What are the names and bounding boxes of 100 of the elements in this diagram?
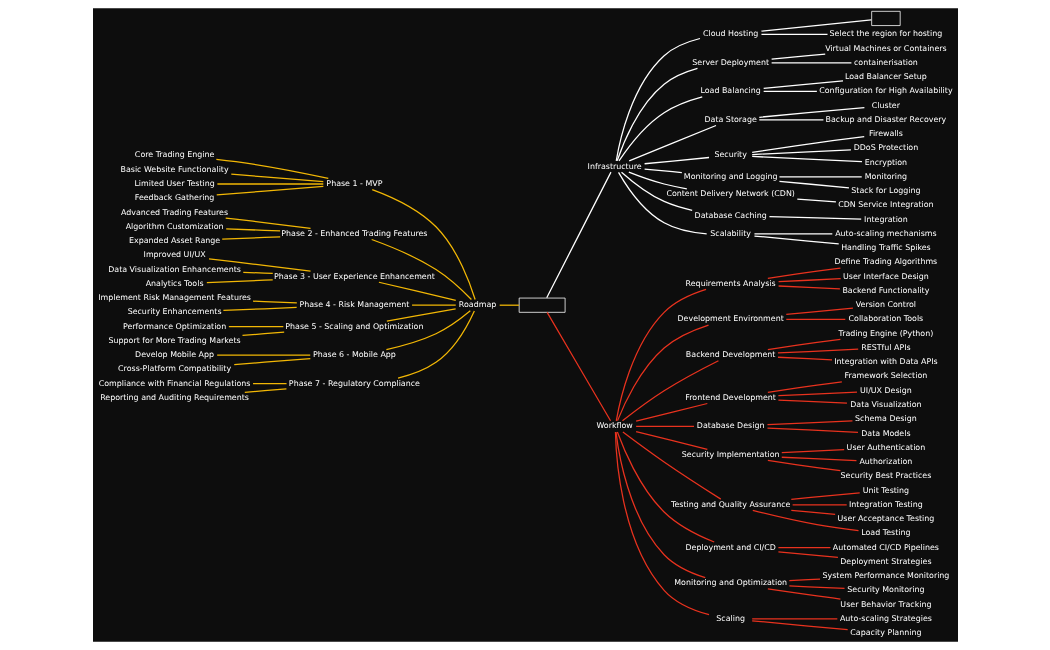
connector (242, 271, 273, 275)
node-text: Security Enhancements (127, 307, 222, 317)
node-text: Cloud Hosting (702, 29, 758, 39)
node-text: RESTful APIs (860, 342, 911, 352)
connector (777, 551, 839, 559)
connector (628, 124, 717, 162)
node-text: Reporting and Auditing Requirements (99, 392, 249, 402)
node-text: Stack for Logging (850, 186, 920, 196)
connector (224, 217, 311, 229)
connector (762, 90, 817, 92)
node-text: Automated CI/CD Pipelines (832, 542, 939, 552)
connector (251, 383, 287, 385)
node-text: Encryption (864, 157, 907, 167)
node-text: Security Implementation (681, 449, 780, 459)
node-text: Requirements Analysis (685, 278, 776, 288)
connector (635, 430, 708, 450)
connector (498, 304, 520, 306)
connector (621, 360, 719, 422)
node-text: Integration Testing (848, 499, 923, 509)
node-text: Frontend Development (684, 392, 776, 402)
connector (760, 19, 872, 32)
connector (377, 281, 456, 301)
connector (768, 216, 862, 220)
connector (371, 188, 476, 301)
node-text: Develop Mobile App (134, 350, 214, 360)
node-text: Backend Development (685, 350, 775, 360)
connector (635, 402, 708, 422)
connector (221, 236, 281, 240)
connector (785, 318, 846, 321)
connector (205, 279, 273, 284)
node-text: Authorization (858, 457, 912, 467)
connector (227, 325, 284, 328)
node-text: Monitoring (864, 171, 907, 181)
connector (753, 233, 833, 235)
connector (635, 425, 695, 428)
connector (766, 427, 859, 433)
connector (766, 588, 841, 600)
node-text: User Authentication (846, 442, 925, 452)
node-text: Security Best Practices (840, 471, 931, 481)
node-text: Configuration for High Availability (818, 86, 953, 96)
connector (758, 106, 865, 118)
connector (766, 267, 841, 279)
connector (758, 119, 824, 121)
node-text: Algorithm Customization (125, 221, 224, 231)
connector (777, 399, 848, 404)
connector (751, 155, 863, 163)
node-text: User Interface Design (842, 271, 929, 281)
node-text: Compliance with Financial Regulations (98, 378, 250, 388)
connector (621, 431, 721, 500)
connector (215, 185, 324, 196)
node-text: Data Storage (704, 114, 757, 124)
node-text: Virtual Machines or Containers (824, 43, 947, 53)
connector (615, 288, 707, 422)
node-text: Framework Selection (844, 371, 927, 381)
node-text: Security Monitoring (846, 585, 925, 595)
connector (216, 183, 324, 185)
node-text: Data Models (860, 428, 911, 438)
node-text: Analytics Tools (145, 278, 204, 288)
node-text: Support for More Trading Markets (108, 335, 241, 345)
connector (777, 278, 841, 283)
connector (241, 331, 285, 337)
node-text: Security (713, 150, 747, 160)
node-text: Expanded Asset Range (128, 236, 220, 246)
connector (770, 62, 852, 64)
node-text: Monitoring and Optimization (673, 578, 787, 588)
node-text: Data Visualization (849, 399, 922, 409)
node-text: UI/UX Design (859, 385, 912, 395)
connector (780, 449, 845, 454)
connector (796, 198, 837, 203)
connector (751, 618, 838, 620)
connector (766, 420, 853, 426)
node-text: Advanced Trading Features (120, 207, 228, 217)
connector (791, 504, 847, 506)
connector (614, 431, 710, 616)
node-box (870, 10, 901, 26)
node-text: Core Trading Engine (134, 150, 214, 160)
node-box (518, 297, 565, 313)
node-text: Scaling (715, 613, 745, 623)
connector (616, 67, 698, 162)
connector (766, 338, 841, 351)
connector (777, 391, 858, 397)
connector (785, 307, 854, 315)
connector (762, 80, 844, 89)
connector (766, 381, 842, 393)
node-text: Handling Traffic Spikes (840, 243, 931, 253)
connector (216, 354, 311, 356)
node-text: Feedback Gathering (134, 193, 214, 203)
connector (615, 37, 701, 162)
node-text: Schema Design (854, 414, 917, 424)
node-text: Collaboration Tools (848, 314, 923, 324)
connector (616, 431, 715, 543)
connector (410, 304, 456, 306)
node-text: Cross-Platform Compatibility (117, 364, 231, 374)
node-text: Phase 1 - MVP (325, 178, 382, 188)
node-text: Data Visualization Enhancements (107, 264, 241, 274)
connector (396, 310, 475, 379)
node-text: Deployment Strategies (839, 556, 932, 566)
node-text: Version Control (855, 300, 916, 310)
node-text: Server Deployment (691, 57, 769, 67)
node-text: Phase 5 - Scaling and Optimization (284, 321, 423, 331)
